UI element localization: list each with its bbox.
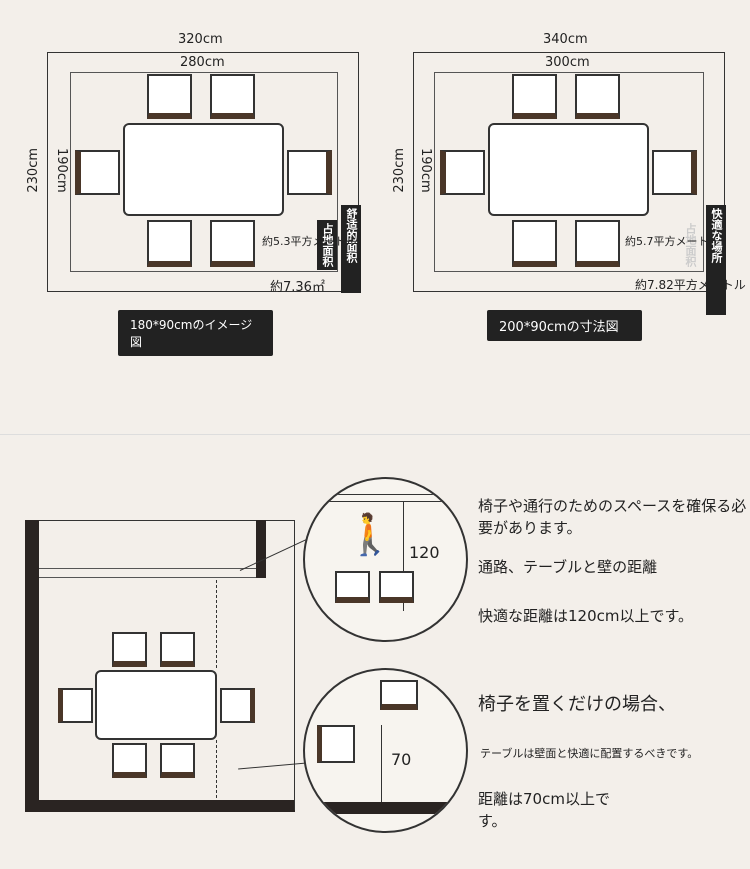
detail-wall <box>305 802 466 814</box>
right-outer-width: 340cm <box>543 32 588 47</box>
chair <box>512 74 557 119</box>
right-occupied-label: 占地面积 <box>684 223 697 267</box>
room-inner-line <box>39 568 256 578</box>
detail-dim-aisle: 120 <box>409 543 440 562</box>
left-occupied-label: 占地面积 <box>317 220 337 270</box>
chair <box>575 74 620 119</box>
room-wall-top <box>39 520 295 521</box>
person-icon: 🚶 <box>345 512 395 558</box>
left-inner-height: 190cm <box>54 148 69 193</box>
note-wall-placement: テーブルは壁面と快適に配置するべきです。 <box>480 747 699 760</box>
left-suitable-label: 舒适的面积 <box>341 205 361 293</box>
pointer-line <box>239 536 313 571</box>
right-area-inner: 約5.7平方メートル <box>625 235 720 248</box>
detail-dim-line <box>403 501 404 611</box>
chair <box>112 632 147 667</box>
chair <box>112 743 147 778</box>
divider <box>0 434 750 435</box>
right-inner-area <box>434 72 704 272</box>
chair <box>652 150 697 195</box>
right-outer-area <box>413 52 725 292</box>
chair <box>147 74 192 119</box>
left-outer-width: 320cm <box>178 32 223 47</box>
chair <box>440 150 485 195</box>
left-outer-height: 230cm <box>26 148 41 193</box>
note-70cm: 距離は70cm以上です。 <box>478 790 610 830</box>
detail-dim-chair: 70 <box>391 750 412 769</box>
right-caption: 200*90cmの寸法図 <box>487 310 642 341</box>
right-inner-width: 300cm <box>545 55 590 70</box>
left-table <box>123 123 284 216</box>
room-wall-bottom <box>25 800 295 812</box>
right-table <box>488 123 649 216</box>
chair <box>210 220 255 267</box>
left-inner-area <box>70 72 338 272</box>
chair <box>380 680 418 710</box>
chair <box>575 220 620 267</box>
room-wall-right <box>294 520 295 810</box>
room-table <box>95 670 217 740</box>
right-area-outer: 約7.82平方メートル <box>635 278 746 292</box>
room-wall-left <box>25 520 39 812</box>
chair <box>160 632 195 667</box>
left-area-inner: 約5.3平方メートル <box>262 235 357 248</box>
chair <box>287 150 332 195</box>
detail-wall <box>305 494 466 502</box>
heading-aisle-distance: 通路、テーブルと壁の距離 <box>478 558 658 576</box>
left-caption: 180*90cmのイメージ図 <box>118 310 273 356</box>
left-outer-area <box>47 52 359 292</box>
right-outer-height: 230cm <box>392 148 407 193</box>
left-area-outer: 約7.36㎡ <box>270 280 325 295</box>
chair <box>58 688 93 723</box>
note-space: 椅子や通行のためのスペースを確保る必要があります。 <box>478 497 747 537</box>
dim-line-aisle <box>216 580 217 668</box>
right-suitable-label: 快適な場所 <box>706 205 726 315</box>
detail-circle-aisle: 🚶 120 <box>303 477 468 642</box>
chair <box>147 220 192 267</box>
detail-circle-chair: 70 <box>303 668 468 833</box>
chair <box>220 688 255 723</box>
detail-dim-line <box>381 725 382 803</box>
note-120cm: 快適な距離は120cm以上です。 <box>478 607 693 625</box>
chair <box>75 150 120 195</box>
right-inner-height: 190cm <box>418 148 433 193</box>
chair <box>160 743 195 778</box>
chair <box>512 220 557 267</box>
dim-line-chair <box>216 740 217 798</box>
chair <box>210 74 255 119</box>
chair <box>379 571 414 603</box>
chair <box>317 725 355 763</box>
chair <box>335 571 370 603</box>
heading-chair-only: 椅子を置くだけの場合、 <box>478 694 676 715</box>
room-wall-right-top <box>256 520 266 578</box>
left-inner-width: 280cm <box>180 55 225 70</box>
